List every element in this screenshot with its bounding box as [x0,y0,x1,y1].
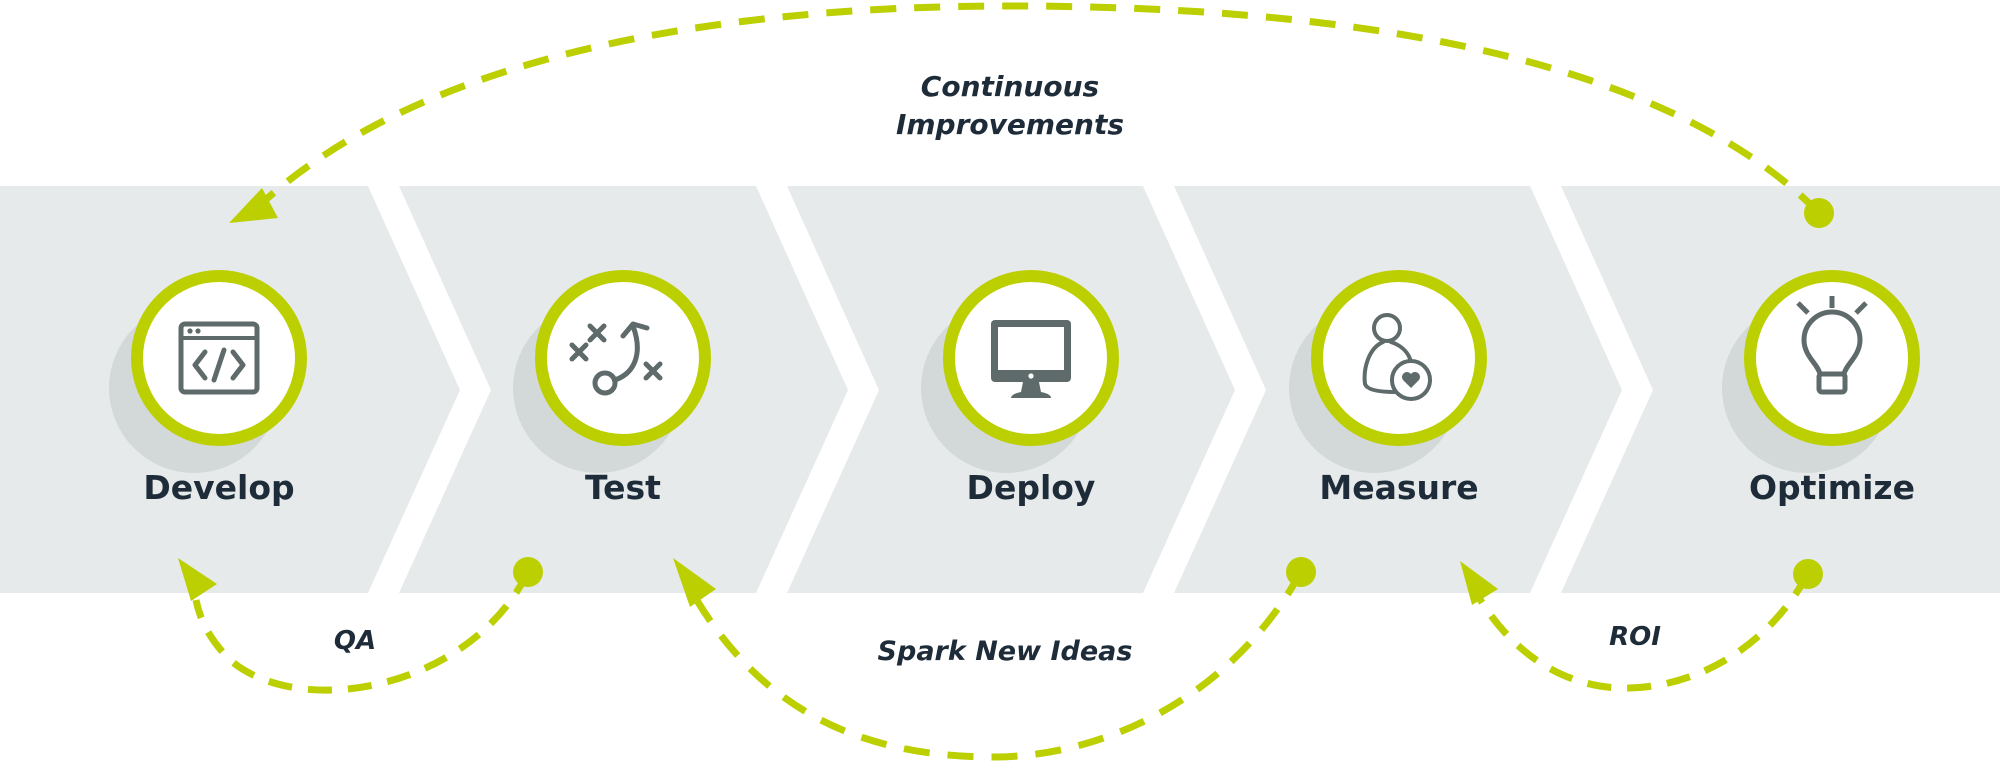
monitor-icon [991,320,1071,398]
loop-label-qa: QA [333,626,377,656]
step-node-deploy [921,270,1119,473]
node-ring [1311,270,1487,446]
arc-start-dot [1804,198,1834,228]
strategy-play-icon [569,321,663,396]
arrowhead-icon [673,558,716,607]
loop-label-line: Improvements [895,108,1125,141]
loop-qa [178,557,543,694]
loop-label-line: Continuous [920,70,1100,103]
loop-roi [1460,559,1823,692]
dashed-arc-top [259,2,1822,216]
step-label-deploy: Deploy [966,468,1096,507]
step-label-develop: Develop [143,468,295,507]
node-ring [535,270,711,446]
arc-start-dot [513,557,543,587]
arrowhead-icon [1460,561,1498,605]
step-label-optimize: Optimize [1748,468,1916,507]
lightbulb-icon [1796,296,1868,395]
loop-label-roi: ROI [1609,622,1661,652]
dashed-arc-qa [192,570,532,694]
loop-label-continuous-improvements: Continuous Improvements [860,68,1160,144]
step-node-optimize [1722,270,1920,473]
loop-label-spark-new-ideas: Spark New Ideas [877,636,1133,667]
arc-start-dot [1286,557,1316,587]
step-node-develop [109,270,307,473]
step-node-test [513,270,711,473]
loop-spark-new-ideas [673,557,1316,761]
dashed-arc-spark [688,570,1305,761]
code-window-icon [178,321,260,395]
node-ring [1744,270,1920,446]
step-label-test: Test [585,468,661,507]
arrowhead-icon [178,558,217,601]
step-label-measure: Measure [1319,468,1479,507]
arrowhead-icon [229,188,278,223]
arc-start-dot [1793,559,1823,589]
step-node-measure [1289,270,1487,473]
loop-continuous-improvements [229,2,1834,228]
user-heart-icon [1362,313,1432,401]
